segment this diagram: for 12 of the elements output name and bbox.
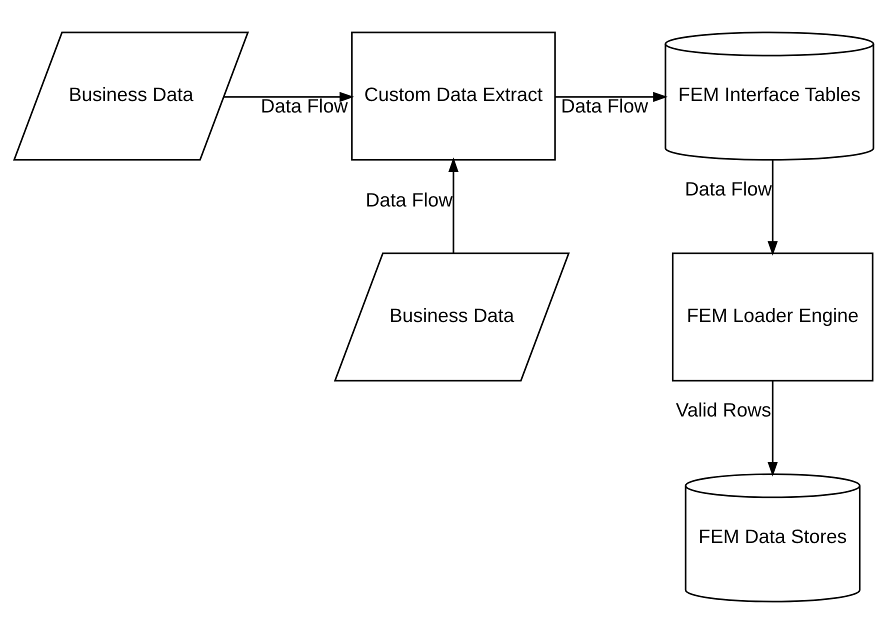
- edge-label: Valid Rows: [676, 398, 772, 421]
- edge-label: Data Flow: [260, 94, 348, 117]
- node-box: FEM Loader Engine: [672, 252, 874, 381]
- arrow: [768, 380, 778, 476]
- arrow: [448, 156, 459, 253]
- arrow: [224, 91, 354, 102]
- arrow: [768, 160, 778, 256]
- node-box: Custom Data Extract: [351, 31, 556, 160]
- edge-label: Data Flow: [366, 189, 453, 212]
- edge-label: Data Flow: [561, 94, 648, 117]
- arrow: [555, 91, 668, 102]
- edge-label: Data Flow: [684, 178, 772, 200]
